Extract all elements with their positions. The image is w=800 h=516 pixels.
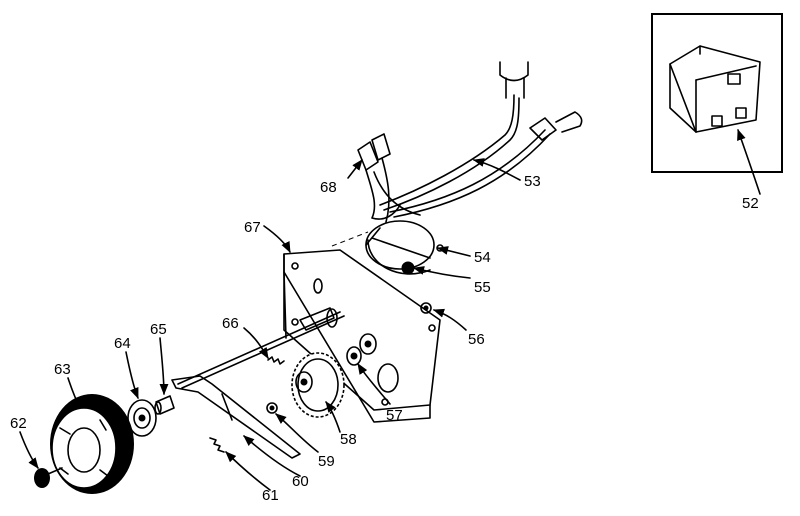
label-60: 60 [292,473,309,490]
leader-56 [432,308,467,331]
label-55: 55 [474,279,491,296]
leader-65 [159,337,169,396]
dash-line [331,231,369,247]
screw-54 [436,244,444,252]
leader-58 [325,401,341,433]
label-65: 65 [150,321,167,338]
screw-65 [154,395,175,415]
label-58: 58 [340,431,357,448]
leader-61 [225,451,271,491]
label-66: 66 [222,315,239,332]
leader-64 [125,351,139,400]
label-52: 52 [742,195,759,212]
bushing-57 [346,346,362,366]
clip-61 [209,437,225,453]
leader-59 [275,413,319,453]
leader-66 [243,327,269,359]
label-57: 57 [386,407,403,424]
knob-screw-62 [34,467,63,488]
label-61: 61 [262,487,279,504]
washer-64 [127,399,157,437]
leader-67 [263,225,291,254]
label-56: 56 [468,331,485,348]
leader-57 [357,363,391,405]
wire-nuts-68 [357,133,421,223]
leader-68 [347,159,363,179]
nut-56 [420,302,432,314]
leader-52 [737,128,761,195]
leader-62 [19,431,39,469]
label-64: 64 [114,335,131,352]
gear-58 [291,352,345,418]
leader-53 [472,158,521,181]
leader-55 [412,266,471,279]
label-62: 62 [10,415,27,432]
label-68: 68 [320,179,337,196]
pointer-60 [171,375,301,459]
leader-63 [67,377,81,410]
label-59: 59 [318,453,335,470]
leader-60 [243,435,301,477]
label-54: 54 [474,249,491,266]
knob-63 [50,394,134,494]
transformer-52 [651,13,783,173]
label-67: 67 [244,219,261,236]
screw-59 [266,402,278,414]
motor-55 [365,220,435,275]
power-cord-53 [379,61,583,218]
label-53: 53 [524,173,541,190]
label-63: 63 [54,361,71,378]
spring-66 [267,356,285,365]
